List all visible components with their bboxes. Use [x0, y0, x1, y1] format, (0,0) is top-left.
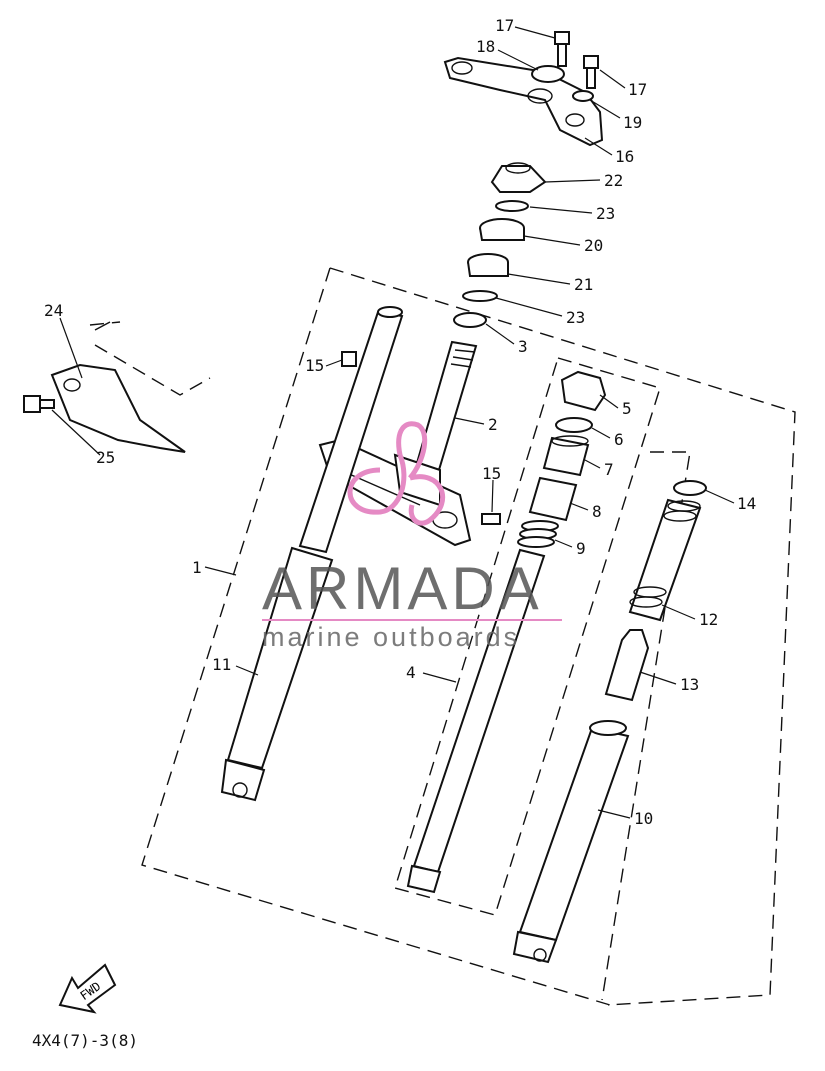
- fork-inner-tube-left: [298, 306, 404, 554]
- callout-11: 11: [212, 655, 231, 674]
- callout-14: 14: [737, 494, 756, 513]
- bearing-race-20: [479, 218, 525, 241]
- callout-13: 13: [680, 675, 699, 694]
- callout-19: 19: [623, 113, 642, 132]
- leader-lines: [51, 26, 735, 819]
- seal-3: [453, 312, 487, 328]
- callout-8: 8: [592, 502, 602, 521]
- fwd-arrow-icon: FWD: [58, 963, 117, 1014]
- outer-assembly-outline-left: [141, 267, 611, 1006]
- callout-17-a: 17: [495, 16, 514, 35]
- bolt-17-right: [583, 55, 599, 89]
- bearing-race-22: [490, 162, 547, 193]
- ball-race-23-top: [495, 200, 529, 212]
- diagram-code: 4X4(7)-3(8): [32, 1031, 138, 1050]
- bracket-24: [50, 321, 211, 453]
- callout-5: 5: [622, 399, 632, 418]
- ball-race-23-bottom: [462, 290, 498, 302]
- outer-assembly-outline: [329, 267, 796, 1006]
- bushing-7: [542, 435, 590, 477]
- spring-seat-5: [560, 370, 607, 412]
- bolt-17-left: [554, 31, 570, 67]
- callout-23-a: 23: [596, 204, 615, 223]
- damper-rod-13: [604, 629, 650, 702]
- callout-7: 7: [604, 460, 614, 479]
- spring-9: [517, 520, 559, 548]
- fork-inner-tube-4: [406, 548, 546, 894]
- callout-21: 21: [574, 275, 593, 294]
- callout-6: 6: [614, 430, 624, 449]
- inner-assembly-outline: [394, 357, 661, 916]
- callout-labels: 17 18 17 19 16 22 23 20 21 23 3 24 15 2 …: [44, 16, 756, 828]
- callout-15-a: 15: [305, 356, 324, 375]
- callout-15-b: 15: [482, 464, 501, 483]
- callout-4: 4: [406, 663, 416, 682]
- fork-outer-tube-10: [512, 720, 630, 964]
- callout-3: 3: [518, 337, 528, 356]
- callout-22: 22: [604, 171, 623, 190]
- callout-24: 24: [44, 301, 63, 320]
- bolt-15-top: [341, 351, 357, 367]
- callout-12: 12: [699, 610, 718, 629]
- watermark-brand: ARMADA: [262, 555, 543, 622]
- callout-23-b: 23: [566, 308, 585, 327]
- bolt-15-right: [481, 513, 501, 525]
- callout-16: 16: [615, 147, 634, 166]
- callout-17-b: 17: [628, 80, 647, 99]
- watermark-logo-icon: [347, 421, 445, 526]
- bushing-8: [528, 476, 578, 522]
- bearing-race-21: [467, 253, 509, 277]
- callout-18: 18: [476, 37, 495, 56]
- callout-20: 20: [584, 236, 603, 255]
- oil-seal-6: [555, 417, 593, 433]
- watermark-tagline: marine outboards: [262, 622, 520, 652]
- upper-bracket: [443, 56, 604, 147]
- watermark: ARMADA marine outboards: [262, 421, 562, 652]
- callout-10: 10: [634, 809, 653, 828]
- fork-outer-tube-left: [220, 546, 334, 802]
- bolt-25: [23, 395, 55, 413]
- callout-25: 25: [96, 448, 115, 467]
- callout-1: 1: [192, 558, 202, 577]
- cap-14: [673, 480, 707, 496]
- spring-group-outline: [601, 451, 691, 1001]
- callout-2: 2: [488, 415, 498, 434]
- fork-spring-12: [628, 498, 702, 622]
- callout-9: 9: [576, 539, 586, 558]
